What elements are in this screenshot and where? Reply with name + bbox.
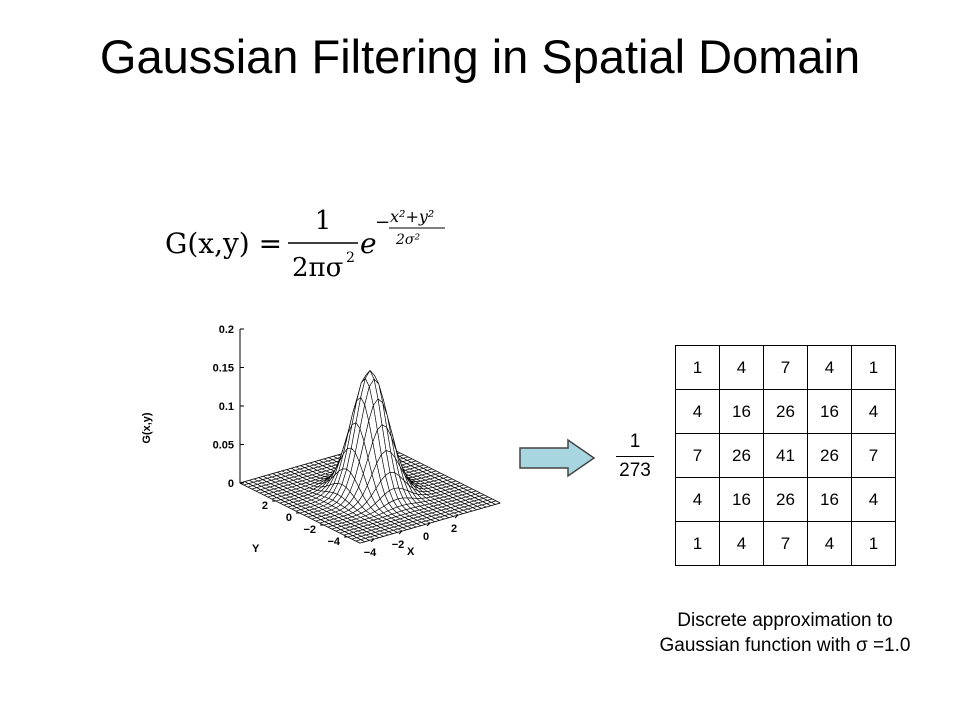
kernel-cell: 1 xyxy=(675,521,720,566)
gaussian-surface-plot: 0.2 0.15 0.1 0.05 0 −4 −2 0 2 2 0 −2 −4 G(x,y) X Y xyxy=(141,324,501,559)
kernel-cell: 1 xyxy=(851,521,896,566)
kernel-cell: 4 xyxy=(719,345,764,390)
kernel-cell: 16 xyxy=(807,389,852,434)
x-tick-label: 2 xyxy=(451,523,457,535)
caption-line-1: Discrete approximation to xyxy=(677,610,893,631)
kernel-cell: 4 xyxy=(675,477,720,522)
kernel-cell: 4 xyxy=(851,389,896,434)
formula-base: e xyxy=(360,227,377,260)
x-tick-label: −2 xyxy=(392,539,405,551)
z-tick-label: 0.2 xyxy=(219,324,234,336)
kernel-cell: 16 xyxy=(807,477,852,522)
y-axis-label: Y xyxy=(252,543,260,555)
kernel-cell: 1 xyxy=(675,345,720,390)
x-axis-label: X xyxy=(407,546,415,558)
kernel-scale-fraction: 1 273 xyxy=(610,430,660,486)
x-tick xyxy=(398,530,403,535)
kernel-cell: 7 xyxy=(851,433,896,478)
formula-lhs: G(x,y) = xyxy=(165,227,282,260)
y-tick-label: 2 xyxy=(262,500,268,512)
mesh-cell xyxy=(355,539,366,544)
x-tick xyxy=(370,538,375,543)
y-tick-label: −4 xyxy=(327,536,340,548)
kernel-cell: 7 xyxy=(763,521,808,566)
y-tick-label: 0 xyxy=(286,512,292,524)
kernel-cell: 26 xyxy=(763,477,808,522)
kernel-caption: Discrete approximation to Gaussian funct… xyxy=(600,608,960,658)
z-tick-label: 0.05 xyxy=(213,440,234,452)
x-tick xyxy=(426,522,431,527)
formula-coef-den: 2πσ xyxy=(292,253,343,283)
formula-exp-num: x²+y² xyxy=(390,207,434,226)
scale-numerator: 1 xyxy=(629,431,641,452)
z-tick-label: 0 xyxy=(228,478,234,490)
x-tick-label: −4 xyxy=(364,547,377,559)
formula-den-exp: 2 xyxy=(346,250,355,266)
kernel-cell: 16 xyxy=(719,477,764,522)
formula-coef-num: 1 xyxy=(315,206,332,236)
slide-title: Gaussian Filtering in Spatial Domain xyxy=(99,30,861,83)
arrow-shape xyxy=(519,438,596,478)
z-tick-label: 0.15 xyxy=(213,363,234,375)
kernel-cell: 4 xyxy=(719,521,764,566)
kernel-cell: 41 xyxy=(763,433,808,478)
z-axis-label: G(x,y) xyxy=(141,412,153,444)
kernel-cell: 26 xyxy=(807,433,852,478)
scale-denominator: 273 xyxy=(619,460,651,481)
surface-mesh xyxy=(239,369,501,544)
kernel-cell: 7 xyxy=(763,345,808,390)
kernel-cell: 4 xyxy=(807,345,852,390)
kernel-cell: 4 xyxy=(675,389,720,434)
arrow-icon xyxy=(519,438,596,478)
kernel-cell: 4 xyxy=(851,477,896,522)
kernel-cell: 1 xyxy=(851,345,896,390)
kernel-cell: 16 xyxy=(719,389,764,434)
x-tick xyxy=(454,514,459,519)
plot-ticks: 0.2 0.15 0.1 0.05 0 −4 −2 0 2 2 0 −2 −4 xyxy=(213,324,459,559)
kernel-cell: 7 xyxy=(675,433,720,478)
kernel-cell: 26 xyxy=(763,389,808,434)
x-tick-label: 0 xyxy=(423,531,429,543)
kernel-cell: 4 xyxy=(807,521,852,566)
y-tick-label: −2 xyxy=(303,524,316,536)
formula-exp-den: 2σ² xyxy=(395,232,420,248)
z-tick-label: 0.1 xyxy=(219,401,234,413)
caption-line-2: Gaussian function with σ =1.0 xyxy=(659,635,911,656)
gaussian-formula: G(x,y) = 1 2πσ 2 e − x²+y² 2σ² xyxy=(165,206,445,283)
formula-exp-sign: − xyxy=(375,212,390,233)
scale-fraction-bar xyxy=(616,456,654,457)
kernel-cell: 26 xyxy=(719,433,764,478)
